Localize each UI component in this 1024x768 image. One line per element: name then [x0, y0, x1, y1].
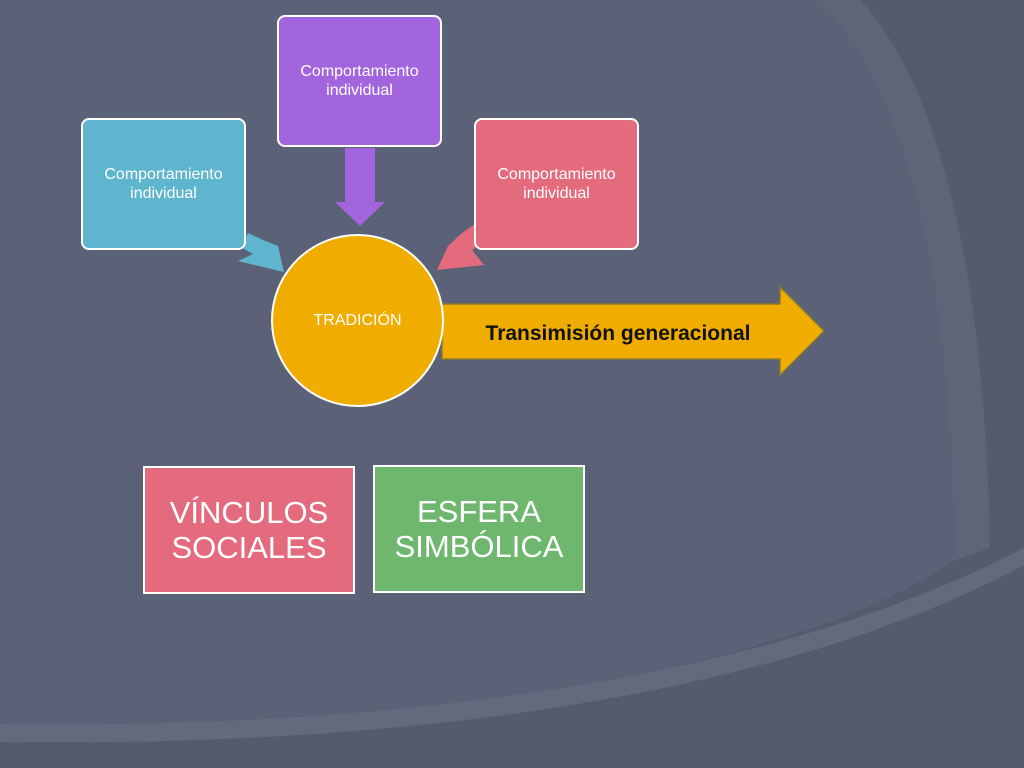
- arrow-down-icon: [335, 148, 385, 226]
- card-vinculos-line2: SOCIALES: [171, 530, 327, 565]
- behavior-box-right: Comportamiento individual: [474, 118, 639, 250]
- behavior-box-right-line1: Comportamiento: [497, 166, 616, 183]
- tradition-label: TRADICIÓN: [313, 311, 402, 329]
- behavior-box-top-line1: Comportamiento: [300, 63, 419, 80]
- background-right-band: [818, 0, 990, 560]
- arrow-right-icon: [441, 285, 826, 377]
- behavior-box-left-line2: individual: [130, 185, 197, 202]
- behavior-box-right-line2: individual: [523, 185, 590, 202]
- card-esfera-simbolica: ESFERA SIMBÓLICA: [373, 465, 585, 593]
- behavior-box-left-line1: Comportamiento: [104, 166, 223, 183]
- tradition-circle: TRADICIÓN: [271, 234, 444, 407]
- card-esfera-line1: ESFERA: [416, 494, 541, 529]
- card-vinculos-sociales: VÍNCULOS SOCIALES: [143, 466, 355, 594]
- behavior-box-left: Comportamiento individual: [81, 118, 246, 250]
- background-curve-band: [0, 548, 1024, 743]
- behavior-box-top: Comportamiento individual: [277, 15, 442, 147]
- card-vinculos-line1: VÍNCULOS: [169, 495, 329, 530]
- card-esfera-line2: SIMBÓLICA: [394, 529, 564, 564]
- behavior-box-top-line2: individual: [326, 82, 393, 99]
- transmission-arrow-label: Transimisión generacional: [485, 322, 751, 345]
- arrow-down-right-icon: [238, 233, 284, 272]
